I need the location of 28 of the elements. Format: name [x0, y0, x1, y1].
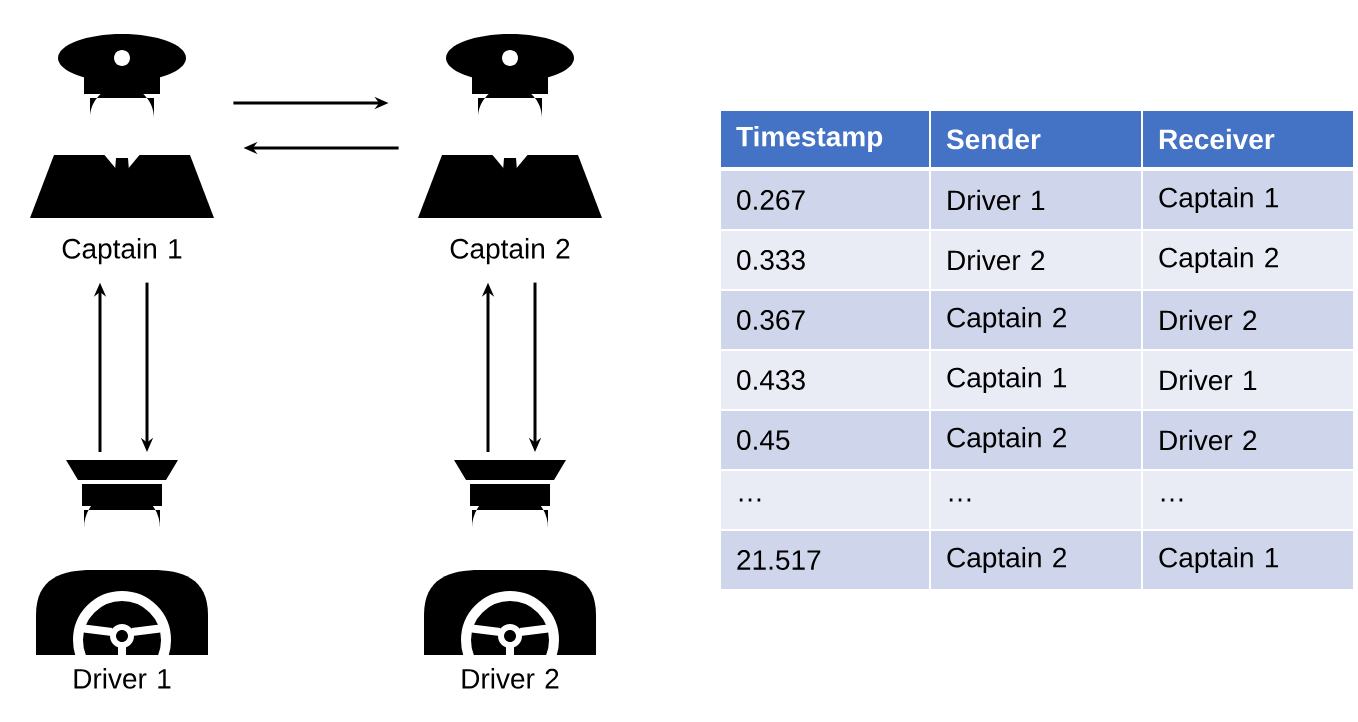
table-cell: …: [931, 471, 1141, 529]
table-cell: 0.45: [721, 411, 929, 469]
table-cell: Captain 1: [1143, 171, 1353, 229]
table-cell: Captain 2: [1143, 231, 1353, 289]
person-label: Captain 2: [450, 238, 570, 265]
table-header-cell: Timestamp: [721, 111, 929, 167]
table-cell: Driver 2: [1143, 411, 1353, 469]
table-cell: Driver 1: [931, 171, 1141, 229]
table-cell: Captain 2: [931, 291, 1141, 349]
table-cell: 21.517: [721, 531, 929, 589]
table-cell: Driver 2: [931, 231, 1141, 289]
table-cell: 0.267: [721, 171, 929, 229]
table-cell: 0.433: [721, 351, 929, 409]
table-cell: Captain 1: [1143, 531, 1353, 589]
person-label: Captain 1: [62, 238, 182, 265]
table-cell: Captain 2: [931, 531, 1141, 589]
table-cell: Captain 2: [931, 411, 1141, 469]
table-cell: Driver 2: [1143, 291, 1353, 349]
table-cell: …: [1143, 471, 1353, 529]
person-label: Driver 1: [74, 668, 171, 689]
person-label: Driver 2: [462, 668, 559, 689]
table-header-cell: Sender: [931, 111, 1141, 167]
table-cell: Driver 1: [1143, 351, 1353, 409]
table-cell: Captain 1: [931, 351, 1141, 409]
table-cell: …: [721, 471, 929, 529]
table-header-cell: Receiver: [1143, 111, 1353, 167]
table-cell: 0.367: [721, 291, 929, 349]
table-cell: 0.333: [721, 231, 929, 289]
